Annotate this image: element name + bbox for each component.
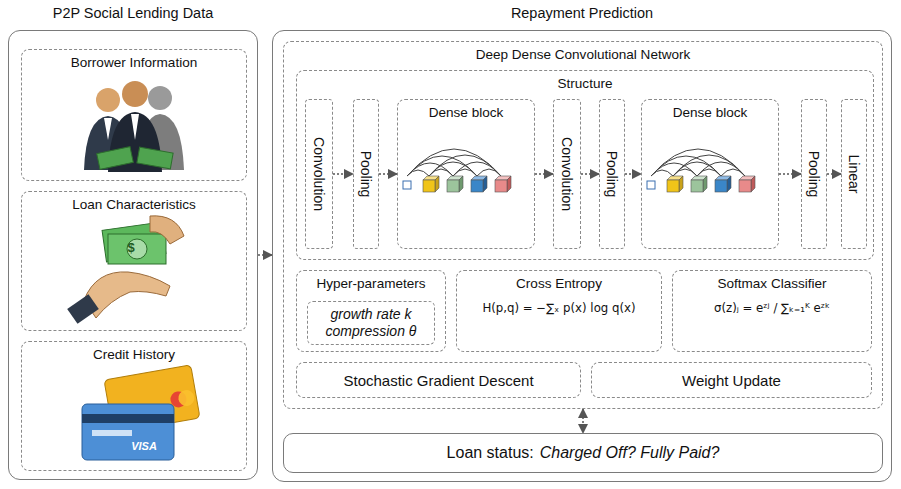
input-panel: P2P Social Lending DataBorrower Informat… (8, 30, 258, 480)
flow-arrow (258, 254, 272, 256)
flow-arrow (625, 173, 641, 175)
dense-block-figure (647, 149, 755, 192)
box-title: Weight Update (682, 372, 781, 389)
flow-arrow (827, 173, 841, 175)
box-title: Linear (846, 155, 862, 194)
box-body: H(p,q) = −∑ₓ p(x) log q(x) (457, 301, 661, 315)
box-title: growth rate k compression θ (314, 306, 428, 340)
flow-arrow (779, 173, 801, 175)
box-title: Hyper-parameters (297, 271, 445, 291)
box-title: Repayment Prediction (273, 5, 891, 21)
flow-arrow (379, 173, 397, 175)
box-title: Borrower Information (22, 50, 246, 70)
box-title: Pooling (358, 151, 374, 198)
dense-block-box: Dense block (397, 99, 535, 249)
layer-box: Convolution (553, 99, 581, 249)
loss-box: Cross EntropyH(p,q) = −∑ₓ p(x) log q(x) (456, 270, 662, 352)
box-title: Cross Entropy (457, 271, 661, 291)
input-box: Borrower Information (21, 49, 247, 181)
dense-block-figure (403, 149, 511, 192)
box-title: Convolution (311, 137, 327, 211)
flow-arrow (582, 409, 584, 433)
loan-figure (67, 216, 184, 324)
layer-box: Pooling (353, 99, 379, 249)
input-box: Loan Characteristics (21, 191, 247, 331)
update-box: Weight Update (591, 362, 872, 398)
box-title: Pooling (806, 151, 822, 198)
box-title: Stochastic Gradient Descent (343, 372, 533, 389)
box-title: Structure (297, 71, 873, 91)
layer-box: Linear (841, 99, 867, 249)
flow-arrow (581, 173, 599, 175)
box-title: P2P Social Lending Data (9, 5, 257, 21)
box-title: Pooling (604, 151, 620, 198)
structure-box: StructureConvolution Pooling Dense blockCo… (296, 70, 874, 260)
flow-arrow (535, 173, 553, 175)
box-title: Dense block (398, 100, 534, 120)
box-title: Softmax Classifier (673, 271, 871, 291)
classifier-box: Softmax Classifier σ(z)ⱼ = eᶻʲ / ∑ₖ₌₁ᴷ eᶻ… (672, 270, 872, 352)
box-title: Loan status: (447, 444, 534, 462)
box-title: Convolution (559, 137, 575, 211)
box-body: σ(z)ⱼ = eᶻʲ / ∑ₖ₌₁ᴷ eᶻᵏ (673, 301, 871, 315)
model-panel: Repayment PredictionDeep Dense Convoluti… (272, 30, 892, 482)
box-title: Deep Dense Convolutional Network (284, 42, 882, 62)
optimizer-box: Stochastic Gradient Descent (296, 362, 581, 398)
layer-box: Pooling (801, 99, 827, 249)
currency-sign: $ (127, 240, 134, 255)
layer-box: Convolution (305, 99, 333, 249)
card-brand: VISA (131, 440, 157, 452)
network-box: Deep Dense Convolutional NetworkStructur… (283, 41, 883, 409)
output-box: Loan status: Charged Off? Fully Paid? (283, 433, 883, 473)
box-body: Charged Off? Fully Paid? (540, 444, 720, 462)
parameter-values: growth rate k compression θ (307, 301, 435, 345)
borrower-figure (84, 81, 184, 172)
box-title: Credit History (22, 342, 246, 362)
credit-card-figure (82, 365, 200, 460)
layer-box: Pooling (599, 99, 625, 249)
box-title: Dense block (642, 100, 778, 120)
dense-block-box: Dense block (641, 99, 779, 249)
flow-arrow (333, 173, 353, 175)
parameter-box: Hyper-parameters growth rate k compressio… (296, 270, 446, 352)
box-title: Loan Characteristics (22, 192, 246, 212)
